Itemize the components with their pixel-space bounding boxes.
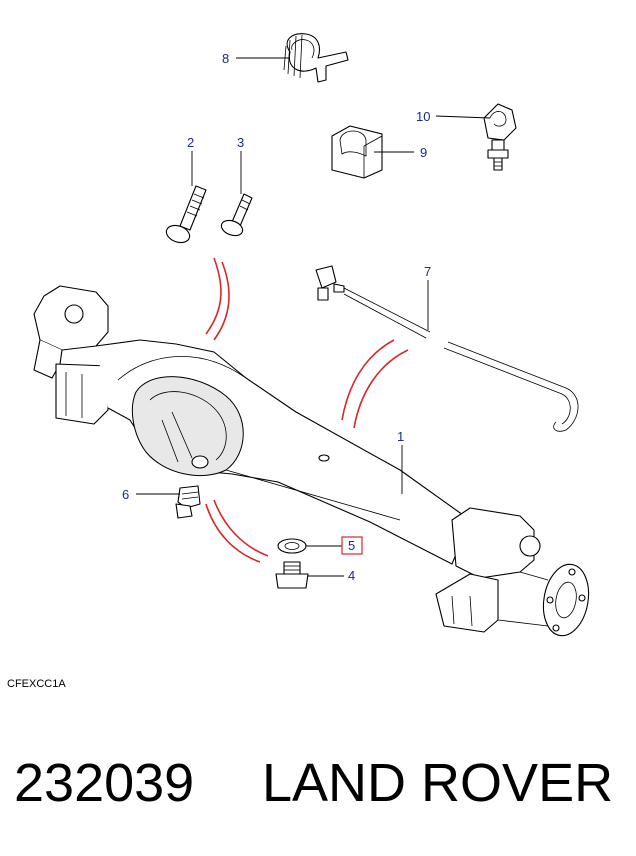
cable-tie-part bbox=[283, 33, 349, 83]
breather-pipe-part bbox=[315, 265, 579, 432]
stud-3-part bbox=[220, 193, 253, 237]
callout-5-highlight-box bbox=[341, 536, 363, 555]
callout-10[interactable]: 10 bbox=[416, 109, 430, 124]
drain-plug-4-part bbox=[275, 561, 309, 589]
clip-bolt-part bbox=[483, 103, 517, 171]
brand-name: LAND ROVER bbox=[262, 753, 614, 813]
callout-1[interactable]: 1 bbox=[397, 429, 404, 444]
axle-casing-part bbox=[33, 285, 590, 637]
callout-5[interactable]: 5 bbox=[348, 538, 355, 553]
callout-3[interactable]: 3 bbox=[237, 135, 244, 150]
red-arc-marks bbox=[205, 257, 409, 563]
callout-4[interactable]: 4 bbox=[348, 568, 355, 583]
callout-8[interactable]: 8 bbox=[222, 51, 229, 66]
leader-10 bbox=[435, 115, 491, 119]
clip-block-part bbox=[331, 125, 383, 179]
washer-5-part bbox=[277, 538, 307, 554]
footer-caption: 232039 LAND ROVER bbox=[0, 752, 636, 822]
callout-6[interactable]: 6 bbox=[122, 487, 129, 502]
plug-6-part bbox=[175, 485, 201, 519]
callout-9[interactable]: 9 bbox=[420, 145, 427, 160]
stud-2-part bbox=[165, 185, 207, 244]
callout-2[interactable]: 2 bbox=[187, 135, 194, 150]
callout-7[interactable]: 7 bbox=[424, 264, 431, 279]
part-number: 232039 bbox=[14, 753, 195, 813]
axle-exploded-diagram: 8 10 9 2 3 bbox=[33, 33, 590, 637]
drawing-code: CFEXCC1A bbox=[7, 678, 66, 690]
